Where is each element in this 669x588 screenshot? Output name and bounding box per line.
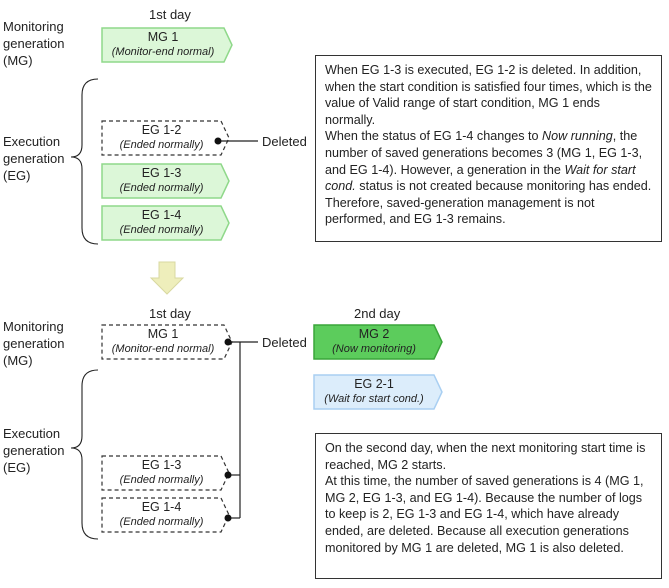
mg2-name: MG 2 [358, 327, 390, 341]
eg21-shape [313, 374, 443, 410]
deleted-label-bottom: Deleted [262, 335, 307, 350]
eg12-top: EG 1-2 (Ended normally) [102, 122, 221, 152]
mg1-top-name: MG 1 [147, 30, 179, 44]
note-bottom-p2: At this time, the number of saved genera… [325, 474, 644, 555]
eg14-top-shape [101, 205, 230, 241]
eg13-top-name: EG 1-3 [141, 166, 182, 180]
connector-dot-eg12 [214, 137, 222, 145]
mg1-top-shape [101, 27, 233, 63]
mg2: MG 2 (Now monitoring) [314, 326, 434, 356]
mg-label-top: Monitoring generation (MG) [3, 19, 65, 68]
eg14-top-status: (Ended normally) [119, 224, 204, 236]
note-top: When EG 1-3 is executed, EG 1-2 is delet… [315, 55, 662, 242]
mg1-bottom-name: MG 1 [147, 327, 179, 341]
deleted-connector-bottom [228, 341, 258, 519]
eg21-name: EG 2-1 [354, 377, 394, 391]
eg14-bottom-status: (Ended normally) [119, 516, 204, 528]
eg12-top-status: (Ended normally) [119, 139, 204, 151]
eg14-bottom-shape [101, 497, 230, 533]
eg13-bottom-name: EG 1-3 [141, 458, 182, 472]
note-top-p1: When EG 1-3 is executed, EG 1-2 is delet… [325, 63, 652, 127]
mg-label-bottom: Monitoring generation (MG) [3, 319, 65, 368]
mg2-status: (Now monitoring) [332, 343, 416, 355]
connector-dot-eg14 [224, 514, 232, 522]
connector-dot-eg13 [224, 471, 232, 479]
eg21-status: (Wait for start cond.) [324, 393, 424, 405]
eg13-top-status: (Ended normally) [119, 182, 204, 194]
mg1-bottom-status: (Monitor-end normal) [111, 343, 215, 355]
eg-brace-top [70, 78, 99, 245]
eg-brace-bottom [70, 369, 99, 540]
mg1-bottom: MG 1 (Monitor-end normal) [102, 326, 224, 356]
eg13-top-shape [101, 163, 230, 199]
eg21: EG 2-1 (Wait for start cond.) [314, 376, 434, 406]
eg13-top: EG 1-3 (Ended normally) [102, 165, 221, 195]
mg1-top: MG 1 (Monitor-end normal) [102, 29, 224, 59]
eg14-top: EG 1-4 (Ended normally) [102, 207, 221, 237]
eg14-top-name: EG 1-4 [141, 208, 182, 222]
deleted-label-top: Deleted [262, 134, 307, 149]
connector-dot-mg1 [224, 338, 232, 346]
eg14-bottom: EG 1-4 (Ended normally) [102, 499, 221, 529]
eg12-top-name: EG 1-2 [141, 123, 182, 137]
note-bottom: On the second day, when the next monitor… [315, 433, 662, 579]
eg13-bottom-shape [101, 455, 230, 491]
day-label-top: 1st day [149, 7, 191, 22]
transition-arrow [149, 261, 185, 295]
eg12-top-shape [101, 120, 230, 156]
day1-label-bottom: 1st day [149, 306, 191, 321]
note-bottom-p1: On the second day, when the next monitor… [325, 441, 646, 472]
eg13-bottom: EG 1-3 (Ended normally) [102, 457, 221, 487]
mg1-top-status: (Monitor-end normal) [111, 46, 215, 58]
note-top-p2: When the status of EG 1-4 changes to Now… [325, 129, 652, 227]
day2-label-bottom: 2nd day [354, 306, 401, 321]
eg13-bottom-status: (Ended normally) [119, 474, 204, 486]
mg2-shape [313, 324, 443, 360]
eg-label-top: Execution generation (EG) [3, 134, 65, 183]
eg14-bottom-name: EG 1-4 [141, 500, 182, 514]
eg-label-bottom: Execution generation (EG) [3, 426, 65, 475]
mg1-bottom-shape [101, 324, 233, 360]
